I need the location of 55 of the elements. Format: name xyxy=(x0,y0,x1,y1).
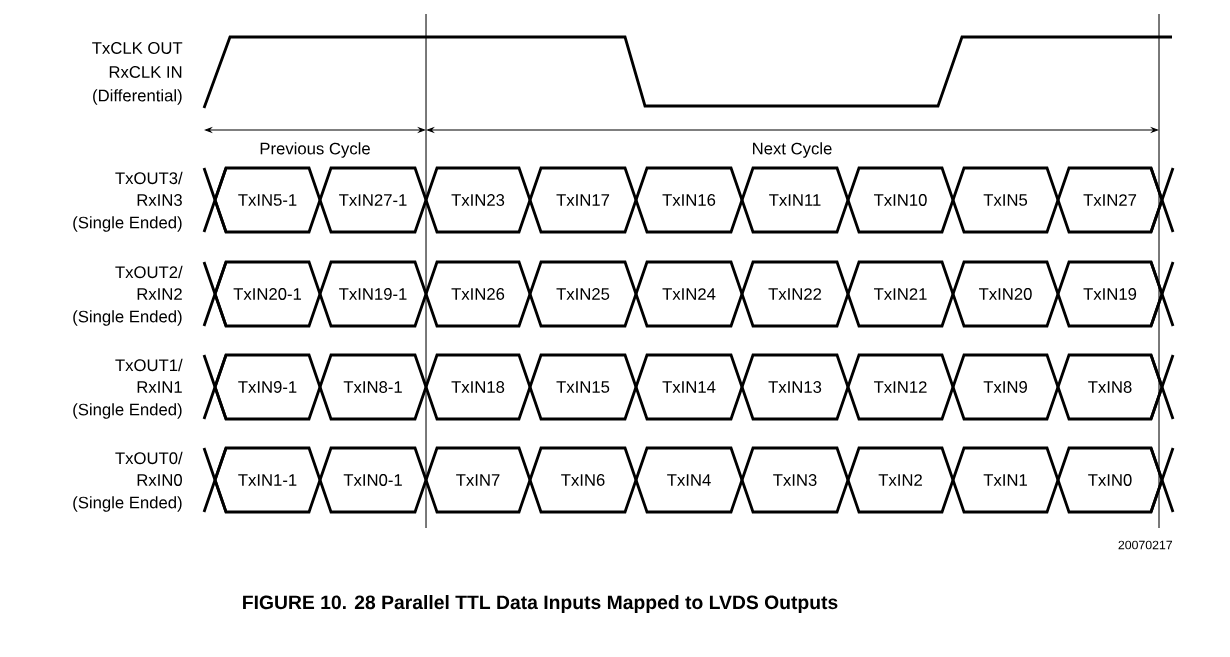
data-cell: TxIN3 xyxy=(740,446,850,514)
data-cell: TxIN27 xyxy=(1056,166,1164,234)
data-cell: TxIN6 xyxy=(528,446,638,514)
signal-label: (Single Ended) xyxy=(73,403,182,419)
data-cell: TxIN16 xyxy=(634,166,744,234)
signal-label: RxIN3 xyxy=(137,194,182,206)
data-cell: TxIN19 xyxy=(1056,260,1164,328)
signal-label: TxOUT2/ xyxy=(115,265,183,279)
data-cell: TxIN2 xyxy=(846,446,955,514)
signal-label: TxCLK OUT xyxy=(92,42,183,54)
data-cell: TxIN1 xyxy=(951,446,1060,514)
data-cell: TxIN17 xyxy=(528,166,638,234)
cycle-label: Previous Cycle xyxy=(260,142,370,158)
data-cell: TxIN11 xyxy=(740,166,850,234)
data-cell: TxIN14 xyxy=(634,353,744,421)
data-cell: TxIN0 xyxy=(1056,446,1164,514)
data-cell: TxIN7 xyxy=(424,446,532,514)
signal-label: (Differential) xyxy=(93,89,182,105)
signal-label: RxIN1 xyxy=(137,381,182,393)
data-cell: TxIN18 xyxy=(424,353,532,421)
data-cell: TxIN25 xyxy=(528,260,638,328)
data-cell: TxIN13 xyxy=(740,353,850,421)
data-cell: TxIN15 xyxy=(528,353,638,421)
data-cell: TxIN12 xyxy=(846,353,955,421)
data-cell: TxIN27-1 xyxy=(318,166,428,234)
signal-label: (Single Ended) xyxy=(73,496,182,512)
data-cell: TxIN20-1 xyxy=(213,260,322,328)
data-cell: TxIN4 xyxy=(634,446,744,514)
data-cell: TxIN10 xyxy=(846,166,955,234)
signal-label: TxOUT3/ xyxy=(115,171,183,185)
data-cell: TxIN24 xyxy=(634,260,744,328)
signal-label: TxOUT0/ xyxy=(115,451,183,465)
signal-label: RxIN2 xyxy=(137,288,182,300)
data-cell: TxIN5-1 xyxy=(213,166,322,234)
cycle-label: Next Cycle xyxy=(753,142,832,158)
data-cell: TxIN9 xyxy=(951,353,1060,421)
data-cell: TxIN19-1 xyxy=(318,260,428,328)
data-cell: TxIN26 xyxy=(424,260,532,328)
signal-label: RxIN0 xyxy=(137,474,182,486)
figure-number: 20070217 xyxy=(1118,540,1173,550)
data-cell: TxIN0-1 xyxy=(318,446,428,514)
data-cell: TxIN1-1 xyxy=(213,446,322,514)
signal-label: (Single Ended) xyxy=(73,216,182,232)
signal-label: TxOUT1/ xyxy=(115,358,183,372)
data-cell: TxIN8-1 xyxy=(318,353,428,421)
data-cell: TxIN5 xyxy=(951,166,1060,234)
data-cell: TxIN9-1 xyxy=(213,353,322,421)
data-cell: TxIN8 xyxy=(1056,353,1164,421)
data-cell: TxIN22 xyxy=(740,260,850,328)
signal-label: RxCLK IN xyxy=(109,66,182,78)
signal-label: (Single Ended) xyxy=(73,310,182,326)
data-cell: TxIN23 xyxy=(424,166,532,234)
data-cell: TxIN21 xyxy=(846,260,955,328)
caption: FIGURE 10. 28 Parallel TTL Data Inputs Mapped to LVDS Outputs xyxy=(243,595,838,613)
data-cell: TxIN20 xyxy=(951,260,1060,328)
